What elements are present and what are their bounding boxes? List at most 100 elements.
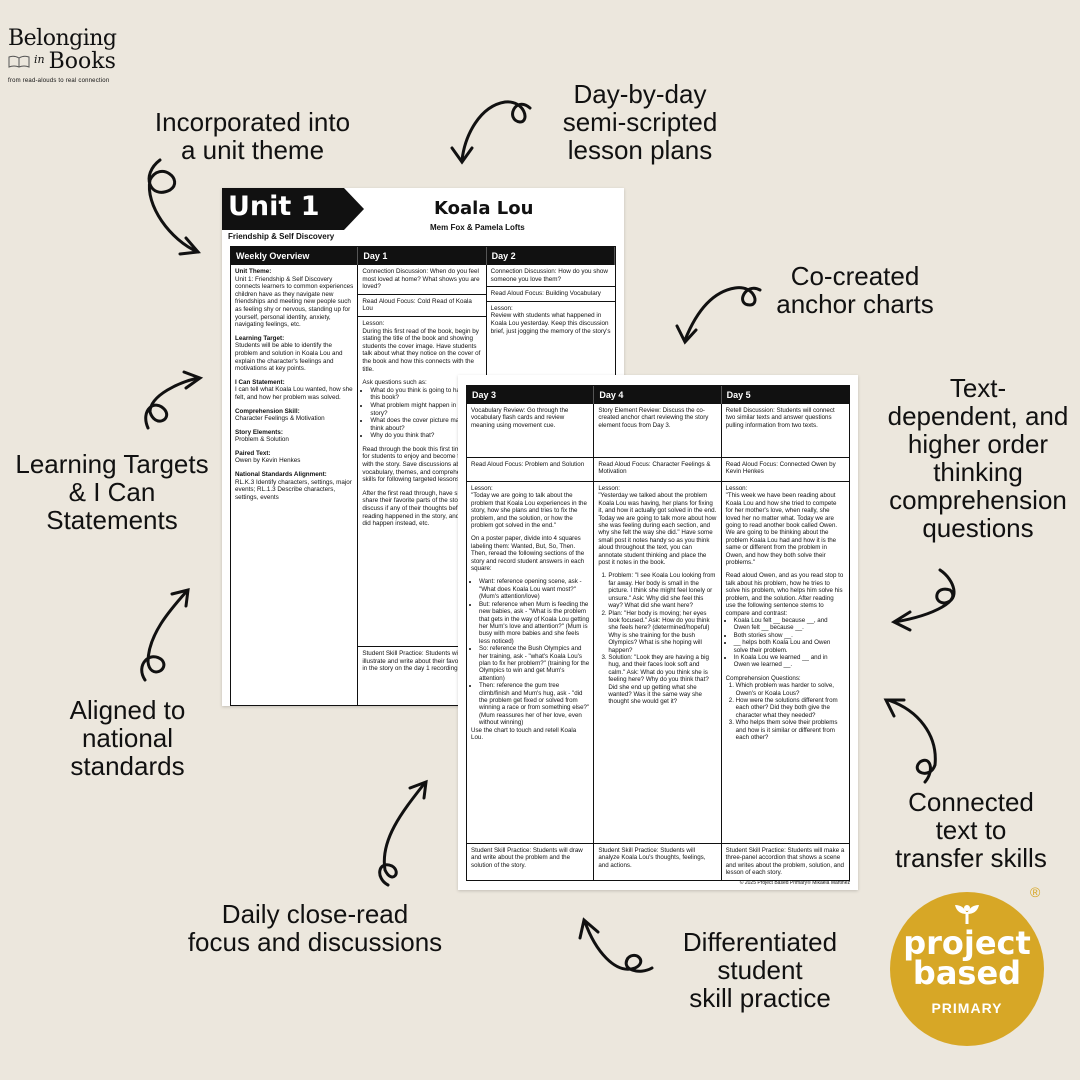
day3-lesson-text: "Today we are going to talk about the pr… xyxy=(471,492,587,530)
day5-stem: In Koala Lou we learned __ and in Owen w… xyxy=(734,654,845,669)
day3-lesson: Lesson: "Today we are going to talk abou… xyxy=(467,482,594,844)
logo-line1: Belonging xyxy=(8,26,117,51)
day2-lesson: Lesson: Review with students what happen… xyxy=(487,302,615,338)
day3-bullets: Want: reference opening scene, ask - "Wh… xyxy=(471,578,589,726)
day1-para2: Read through the book this first time ju… xyxy=(362,445,480,484)
open-book-icon xyxy=(8,55,30,68)
day3-focus: Read Aloud Focus: Problem and Solution xyxy=(467,458,594,482)
arrow-learning-targets xyxy=(144,376,200,430)
arrow-connected xyxy=(886,698,937,784)
lesson-sheet-days-3-5: Day 3 Day 4 Day 5 Vocabulary Review: Go … xyxy=(458,375,858,890)
arrow-differentiated xyxy=(583,920,654,973)
day2-focus: Read Aloud Focus: Building Vocabulary xyxy=(486,287,615,302)
day1-lesson: Lesson: During this first read of the bo… xyxy=(358,317,486,647)
day4-item: Problem: "I see Koala Lou looking from f… xyxy=(608,572,716,609)
arrow-anchor-charts xyxy=(683,286,762,342)
day3-bullet: Then: reference the gum tree climb/finis… xyxy=(479,682,589,726)
day5-stems: Koala Lou felt __ because __, and Owen f… xyxy=(726,617,845,669)
target-text: Students will be able to identify the pr… xyxy=(235,342,343,373)
day1-focus: Read Aloud Focus: Cold Read of Koala Lou xyxy=(358,295,486,317)
callout-national-standards: Aligned to national standards xyxy=(69,695,186,781)
copyright: © 2025 Project Based Primary® Mikaela Ma… xyxy=(739,880,850,886)
callout-learning-targets: Learning Targets & I Can Statements xyxy=(15,449,209,535)
logo-tagline: from read-alouds to real connection xyxy=(8,78,110,84)
day3-para2: On a poster paper, divide into 4 squares… xyxy=(471,535,585,573)
day4-practice: Student Skill Practice: Students will an… xyxy=(598,847,706,869)
day1-para3: After the first read through, have stude… xyxy=(362,489,479,528)
day5-question: How were the solutions different from ea… xyxy=(736,697,845,719)
day1-ask: Ask questions such as: xyxy=(362,379,427,387)
day2-discussion: Connection Discussion: How do you show s… xyxy=(486,265,615,288)
belonging-in-books-logo: Belonging in Books from read-alouds to r… xyxy=(8,26,158,84)
day5-questions: Which problem was harder to solve, Owen'… xyxy=(726,682,845,741)
callout-close-read: Daily close-read focus and discussions xyxy=(187,899,443,957)
day5-question: Who helps them solve their problems and … xyxy=(736,719,845,741)
header-weekly-overview: Weekly Overview xyxy=(231,247,359,265)
day3-review: Vocabulary Review: Go through the vocabu… xyxy=(467,404,594,458)
callout-anchor-charts: Co-created anchor charts xyxy=(776,261,934,319)
day5-lesson-label: Lesson: xyxy=(725,485,748,492)
book-title: Koala Lou xyxy=(434,198,534,219)
skill-text: Character Feelings & Motivation xyxy=(235,415,325,423)
day2-lesson-label: Lesson: xyxy=(490,304,513,312)
weekly-overview-column: Unit Theme: Unit 1: Friendship & Self Di… xyxy=(231,265,359,705)
day5-lesson-text: "This week we have been reading about Ko… xyxy=(725,492,838,567)
day5-stem: Koala Lou felt __ because __, and Owen f… xyxy=(734,617,845,632)
unit-banner: Unit 1 xyxy=(222,188,344,230)
arrow-close-read xyxy=(378,782,426,887)
target-label: Learning Target: xyxy=(235,334,285,342)
day3-bullet: So: reference the Bush Olympics and her … xyxy=(479,645,589,682)
day1-lesson-text: During this first read of the book, begi… xyxy=(362,327,481,373)
day5-stem: Both stories show __. xyxy=(734,632,845,639)
day3-after: Use the chart to touch and retell Koala … xyxy=(471,726,577,741)
arrow-national xyxy=(140,590,188,682)
day1-practice: Student Skill Practice: Students will il… xyxy=(362,649,480,673)
arrow-unit-theme xyxy=(147,158,200,254)
header-day-1: Day 1 xyxy=(358,247,487,265)
days-grid: Day 3 Day 4 Day 5 Vocabulary Review: Go … xyxy=(466,385,850,881)
day4-lesson-label: Lesson: xyxy=(598,485,620,492)
day5-question: Which problem was harder to solve, Owen'… xyxy=(736,682,845,697)
pbp-line2: based xyxy=(912,954,1022,992)
theme-label: Unit Theme: xyxy=(235,268,272,275)
day5-review: Retell Discussion: Students will connect… xyxy=(721,404,849,458)
day-5-column: Retell Discussion: Students will connect… xyxy=(721,404,849,880)
unit-banner-arrow xyxy=(344,188,364,230)
elements-text: Problem & Solution xyxy=(235,436,289,444)
day3-bullet: But: reference when Mum is feeding the n… xyxy=(479,601,589,645)
day-4-column: Story Element Review: Discuss the co-cre… xyxy=(594,404,722,880)
days-grid-header: Day 3 Day 4 Day 5 xyxy=(467,386,849,404)
project-based-primary-logo: project based PRIMARY ® xyxy=(890,884,1044,1046)
elements-label: Story Elements: xyxy=(235,428,283,436)
header-day-5: Day 5 xyxy=(726,390,751,400)
day-2-column: Connection Discussion: How do you show s… xyxy=(486,265,615,705)
day-3-column: Vocabulary Review: Go through the vocabu… xyxy=(467,404,595,880)
book-author: Mem Fox & Pamela Lofts xyxy=(430,223,525,232)
weekly-grid: Weekly Overview Day 1 Day 2 Unit Theme: … xyxy=(230,246,616,706)
day4-lesson-text: "Yesterday we talked about the problem K… xyxy=(598,492,717,567)
paired-label: Paired Text: xyxy=(235,449,271,457)
day2-lesson-text: Review with students what happened in Ko… xyxy=(490,312,611,335)
callout-lesson-plans: Day-by-day semi-scripted lesson plans xyxy=(562,79,718,165)
arrow-lesson-plans xyxy=(460,100,532,162)
callout-connected-text: Connected text to transfer skills xyxy=(895,787,1047,873)
unit-subtitle: Friendship & Self Discovery xyxy=(228,232,335,241)
day5-cq-label: Comprehension Questions: xyxy=(725,674,801,682)
day4-item: Plan: "Her body is moving; her eyes look… xyxy=(608,610,716,654)
day5-practice: Student Skill Practice: Students will ma… xyxy=(725,847,845,877)
day4-focus: Read Aloud Focus: Character Feelings & M… xyxy=(594,458,721,482)
logo-in: in xyxy=(34,53,45,66)
pbp-line3: PRIMARY xyxy=(931,1000,1003,1016)
day4-item: Solution: "Look they are having a big hu… xyxy=(608,654,716,706)
header-day-3: Day 3 xyxy=(467,386,595,404)
day1-lesson-label: Lesson: xyxy=(362,319,385,327)
day1-questions: What do you think is going to happen in … xyxy=(362,387,481,440)
day1-discussion: Connection Discussion: When do you feel … xyxy=(358,265,486,295)
theme-text: Unit 1: Friendship & Self Discovery conn… xyxy=(235,275,354,329)
sprout-icon xyxy=(955,905,979,924)
day1-question: What does the cover picture make you thi… xyxy=(370,417,481,432)
header-day-2: Day 2 xyxy=(487,247,615,265)
day4-review: Story Element Review: Discuss the co-cre… xyxy=(594,404,721,458)
standards-text: RL.K.3 Identify characters, settings, ma… xyxy=(235,478,352,501)
day5-para2: Read aloud Owen, and as you read stop to… xyxy=(725,572,844,617)
